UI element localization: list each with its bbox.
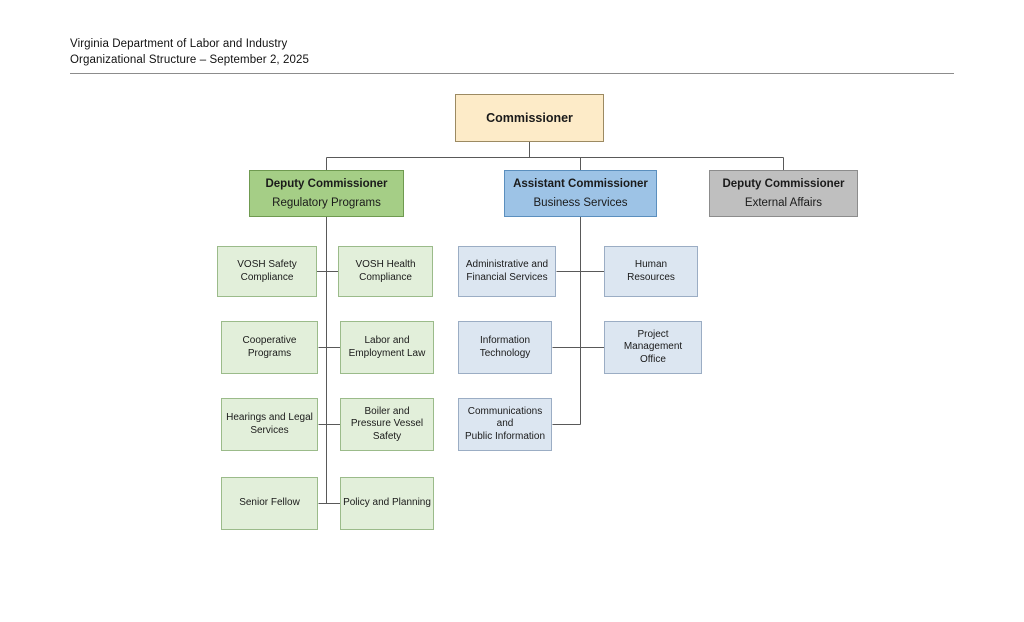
node-hearings-line-2: Services xyxy=(250,424,289,436)
node-deputy-regulatory-subtitle: Regulatory Programs xyxy=(272,196,381,209)
node-vosh-health-compliance[interactable]: VOSH Health Compliance xyxy=(338,246,433,297)
node-vosh-safety-compliance[interactable]: VOSH Safety Compliance xyxy=(217,246,317,297)
node-boiler-and-pressure-vessel-safety[interactable]: Boiler and Pressure Vessel Safety xyxy=(340,398,434,451)
header-divider xyxy=(70,73,954,74)
node-boiler-line-3: Safety xyxy=(372,430,402,442)
node-communications-line-1: Communications xyxy=(467,405,543,417)
node-labor-law-line-2: Employment Law xyxy=(348,347,426,359)
node-assistant-business-title: Assistant Commissioner xyxy=(513,177,648,190)
node-communications-line-2: and xyxy=(496,418,514,430)
title-line-1: Virginia Department of Labor and Industr… xyxy=(70,38,288,50)
node-vosh-health-line-2: Compliance xyxy=(359,271,412,283)
node-deputy-external-title: Deputy Commissioner xyxy=(722,177,845,190)
node-commissioner[interactable]: Commissioner xyxy=(455,94,604,142)
node-information-technology[interactable]: Information Technology xyxy=(458,321,552,374)
node-project-management-office[interactable]: Project Management Office xyxy=(604,321,702,374)
node-deputy-commissioner-external-affairs[interactable]: Deputy Commissioner External Affairs xyxy=(709,170,858,217)
node-administrative-and-financial-services[interactable]: Administrative and Financial Services xyxy=(458,246,556,297)
node-human-resources-line-1: Human xyxy=(634,259,668,270)
node-human-resources[interactable]: Human Resources xyxy=(604,246,698,297)
node-boiler-line-1: Boiler and xyxy=(364,405,410,417)
node-vosh-health-line-1: VOSH Health xyxy=(355,259,416,270)
node-senior-fellow[interactable]: Senior Fellow xyxy=(221,477,318,530)
node-cooperative-programs[interactable]: Cooperative Programs xyxy=(221,321,318,374)
node-assistant-commissioner-business-services[interactable]: Assistant Commissioner Business Services xyxy=(504,170,657,217)
node-deputy-commissioner-regulatory-programs[interactable]: Deputy Commissioner Regulatory Programs xyxy=(249,170,404,217)
node-policy-and-planning[interactable]: Policy and Planning xyxy=(340,477,434,530)
node-hearings-line-1: Hearings and Legal xyxy=(226,412,313,423)
node-information-technology-line-1: Information xyxy=(479,335,531,346)
node-communications-and-public-information[interactable]: Communications and Public Information xyxy=(458,398,552,451)
node-project-management-line-2: Management xyxy=(623,341,683,353)
node-cooperative-line-2: Programs xyxy=(247,347,292,359)
node-deputy-regulatory-title: Deputy Commissioner xyxy=(265,177,388,190)
node-vosh-safety-line-2: Compliance xyxy=(240,271,294,283)
node-cooperative-line-1: Cooperative xyxy=(242,335,297,346)
node-labor-and-employment-law[interactable]: Labor and Employment Law xyxy=(340,321,434,374)
node-communications-line-3: Public Information xyxy=(464,430,546,442)
node-labor-law-line-1: Labor and xyxy=(364,335,410,346)
node-hearings-and-legal-services[interactable]: Hearings and Legal Services xyxy=(221,398,318,451)
page-title: Virginia Department of Labor and Industr… xyxy=(70,36,954,68)
node-boiler-line-2: Pressure Vessel xyxy=(350,418,424,430)
node-project-management-line-3: Office xyxy=(640,353,666,365)
node-assistant-business-subtitle: Business Services xyxy=(533,196,628,209)
node-information-technology-line-2: Technology xyxy=(479,347,531,359)
node-vosh-safety-line-1: VOSH Safety xyxy=(237,259,297,270)
node-deputy-external-subtitle: External Affairs xyxy=(744,196,823,209)
title-line-2: Organizational Structure – September 2, … xyxy=(70,54,310,66)
node-senior-fellow-line-1: Senior Fellow xyxy=(239,497,300,509)
node-human-resources-line-2: Resources xyxy=(627,271,675,283)
node-admin-financial-line-1: Administrative and xyxy=(465,259,549,270)
node-admin-financial-line-2: Financial Services xyxy=(466,271,548,283)
node-policy-planning-line-1: Policy and Planning xyxy=(343,497,431,509)
node-commissioner-title: Commissioner xyxy=(486,111,573,125)
node-project-management-line-1: Project xyxy=(637,328,669,340)
